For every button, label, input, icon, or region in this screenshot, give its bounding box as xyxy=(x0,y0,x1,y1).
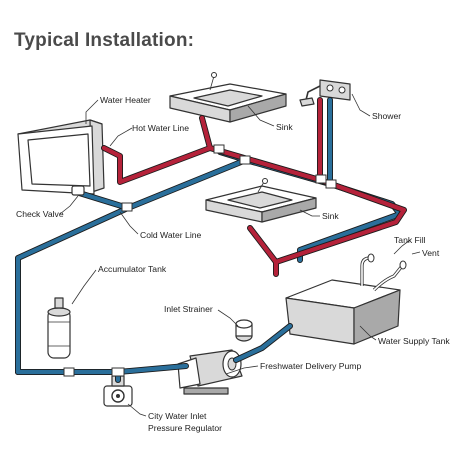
inlet-strainer xyxy=(235,319,253,342)
label-vent: Vent xyxy=(422,248,440,258)
water-supply-tank xyxy=(285,253,407,345)
label-city-water-inlet: City Water Inlet xyxy=(148,411,207,421)
page-title: Typical Installation: xyxy=(14,30,195,51)
shower xyxy=(299,79,351,107)
label-cold-water-line: Cold Water Line xyxy=(140,230,202,240)
pipe-fittings xyxy=(63,144,337,377)
label-water-supply-tank: Water Supply Tank xyxy=(378,336,450,346)
label-inlet-strainer: Inlet Strainer xyxy=(164,304,213,314)
label-sink-top: Sink xyxy=(276,122,293,132)
label-freshwater-delivery-pump: Freshwater Delivery Pump xyxy=(260,361,361,371)
water-heater xyxy=(17,119,105,195)
label-water-heater: Water Heater xyxy=(100,95,151,105)
accumulator-tank xyxy=(47,297,71,359)
label-accumulator-tank: Accumulator Tank xyxy=(98,264,167,274)
label-shower: Shower xyxy=(372,111,401,121)
sink-mid xyxy=(205,178,317,223)
label-pressure-regulator: Pressure Regulator xyxy=(148,423,222,433)
label-check-valve: Check Valve xyxy=(16,209,64,219)
leader-lines xyxy=(59,93,421,417)
label-tank-fill: Tank Fill xyxy=(394,235,426,245)
sink-top xyxy=(169,72,287,123)
check-valve xyxy=(71,185,85,196)
label-sink-mid: Sink xyxy=(322,211,339,221)
label-hot-water-line: Hot Water Line xyxy=(132,123,189,133)
